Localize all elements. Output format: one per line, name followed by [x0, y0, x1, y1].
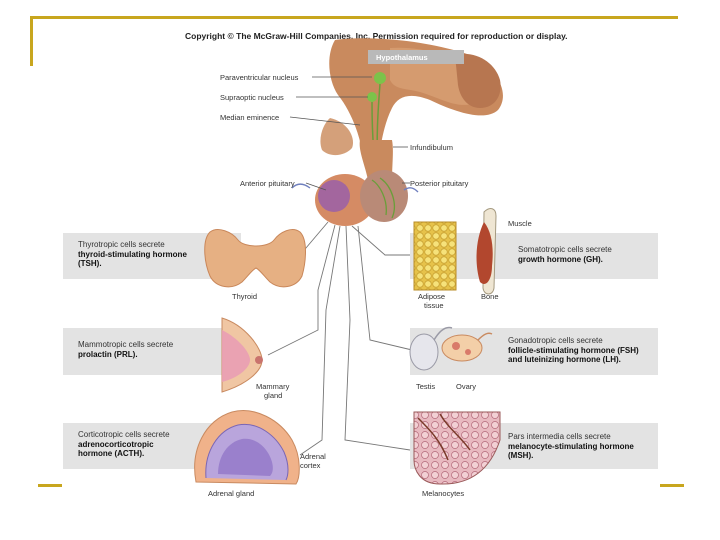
- label-infundibulum: Infundibulum: [410, 143, 453, 152]
- text-corticotropic: Corticotropic cells secrete adrenocortic…: [78, 430, 170, 459]
- label-adrenal-cortex-2: cortex: [300, 461, 321, 470]
- hypothalamus-illustration: [320, 38, 503, 156]
- label-hypothalamus: Hypothalamus: [376, 53, 428, 62]
- thyrotropic-line1: Thyrotropic cells secrete: [78, 240, 165, 249]
- text-pars-intermedia: Pars intermedia cells secrete melanocyte…: [508, 432, 634, 461]
- text-somatotropic: Somatotropic cells secrete growth hormon…: [518, 245, 612, 264]
- panel-mammotropic: [63, 328, 241, 375]
- testis-ovary-illustration: [409, 326, 493, 371]
- label-bone: Bone: [481, 292, 499, 301]
- pars-intermedia-line1: Pars intermedia cells secrete: [508, 432, 611, 441]
- melanocytes-illustration: [413, 411, 501, 485]
- adipose-tissue-illustration: [413, 221, 457, 291]
- text-thyrotropic: Thyrotropic cells secrete thyroid-stimul…: [78, 240, 187, 269]
- thyroid-illustration: [204, 229, 306, 288]
- label-thyroid: Thyroid: [232, 292, 258, 301]
- infundibulum-stalk: [359, 140, 393, 180]
- label-posterior-pituitary: Posterior pituitary: [410, 179, 469, 188]
- label-anterior-pituitary: Anterior pituitary: [240, 179, 295, 188]
- label-testis: Testis: [416, 382, 436, 391]
- leader-lines: [289, 76, 410, 191]
- label-adipose-tissue-1: Adipose: [418, 292, 446, 301]
- muscle-bone-illustration: [476, 208, 497, 295]
- corticotropic-bold1: adrenocorticotropic: [78, 439, 154, 449]
- label-melanocytes: Melanocytes: [422, 489, 465, 498]
- label-paraventricular-nucleus: Paraventricular nucleus: [220, 73, 299, 82]
- gonadotropic-line1: Gonadotropic cells secrete: [508, 336, 603, 345]
- pars-intermedia-bold1: melanocyte-stimulating hormone: [508, 441, 634, 451]
- gonadotropic-bold2: and luteinizing hormone (LH).: [508, 355, 621, 364]
- frame-top-line: [30, 16, 678, 19]
- thyrotropic-bold1: thyroid-stimulating hormone: [78, 249, 187, 259]
- label-adipose-tissue-2: tissue: [424, 301, 444, 310]
- label-adrenal-cortex-1: Adrenal: [300, 452, 326, 461]
- pars-intermedia-bold2: (MSH).: [508, 451, 534, 460]
- corticotropic-line1: Corticotropic cells secrete: [78, 430, 170, 439]
- label-mammary-gland-1: Mammary: [256, 382, 290, 391]
- label-median-eminence: Median eminence: [220, 113, 280, 122]
- copyright-notice: Copyright © The McGraw-Hill Companies, I…: [185, 31, 568, 41]
- frame-bottom-left-line: [38, 484, 62, 487]
- mammotropic-line1: Mammotropic cells secrete: [78, 340, 174, 349]
- thyrotropic-bold2: (TSH).: [78, 259, 102, 268]
- somatotropic-bold1: growth hormone (GH).: [518, 254, 603, 264]
- label-adrenal-gland: Adrenal gland: [208, 489, 255, 498]
- text-mammotropic: Mammotropic cells secrete prolactin (PRL…: [78, 340, 173, 359]
- gonadotropic-bold1: follicle-stimulating hormone (FSH): [508, 345, 639, 355]
- hypothalamus-label-box: [368, 50, 464, 64]
- frame-left-line: [30, 16, 33, 66]
- mammary-gland-illustration: [221, 317, 263, 393]
- label-supraoptic-nucleus: Supraoptic nucleus: [220, 93, 284, 102]
- adrenal-gland-illustration: [194, 410, 300, 485]
- mammotropic-bold1: prolactin (PRL).: [78, 349, 138, 359]
- label-muscle: Muscle: [508, 219, 532, 228]
- somatotropic-line1: Somatotropic cells secrete: [518, 245, 612, 254]
- corticotropic-bold2: hormone (ACTH).: [78, 449, 145, 458]
- label-mammary-gland-2: gland: [264, 391, 283, 400]
- text-gonadotropic: Gonadotropic cells secrete follicle-stim…: [508, 336, 639, 365]
- frame-bottom-right-line: [660, 484, 684, 487]
- label-ovary: Ovary: [456, 382, 477, 391]
- pituitary-gland: [291, 170, 419, 226]
